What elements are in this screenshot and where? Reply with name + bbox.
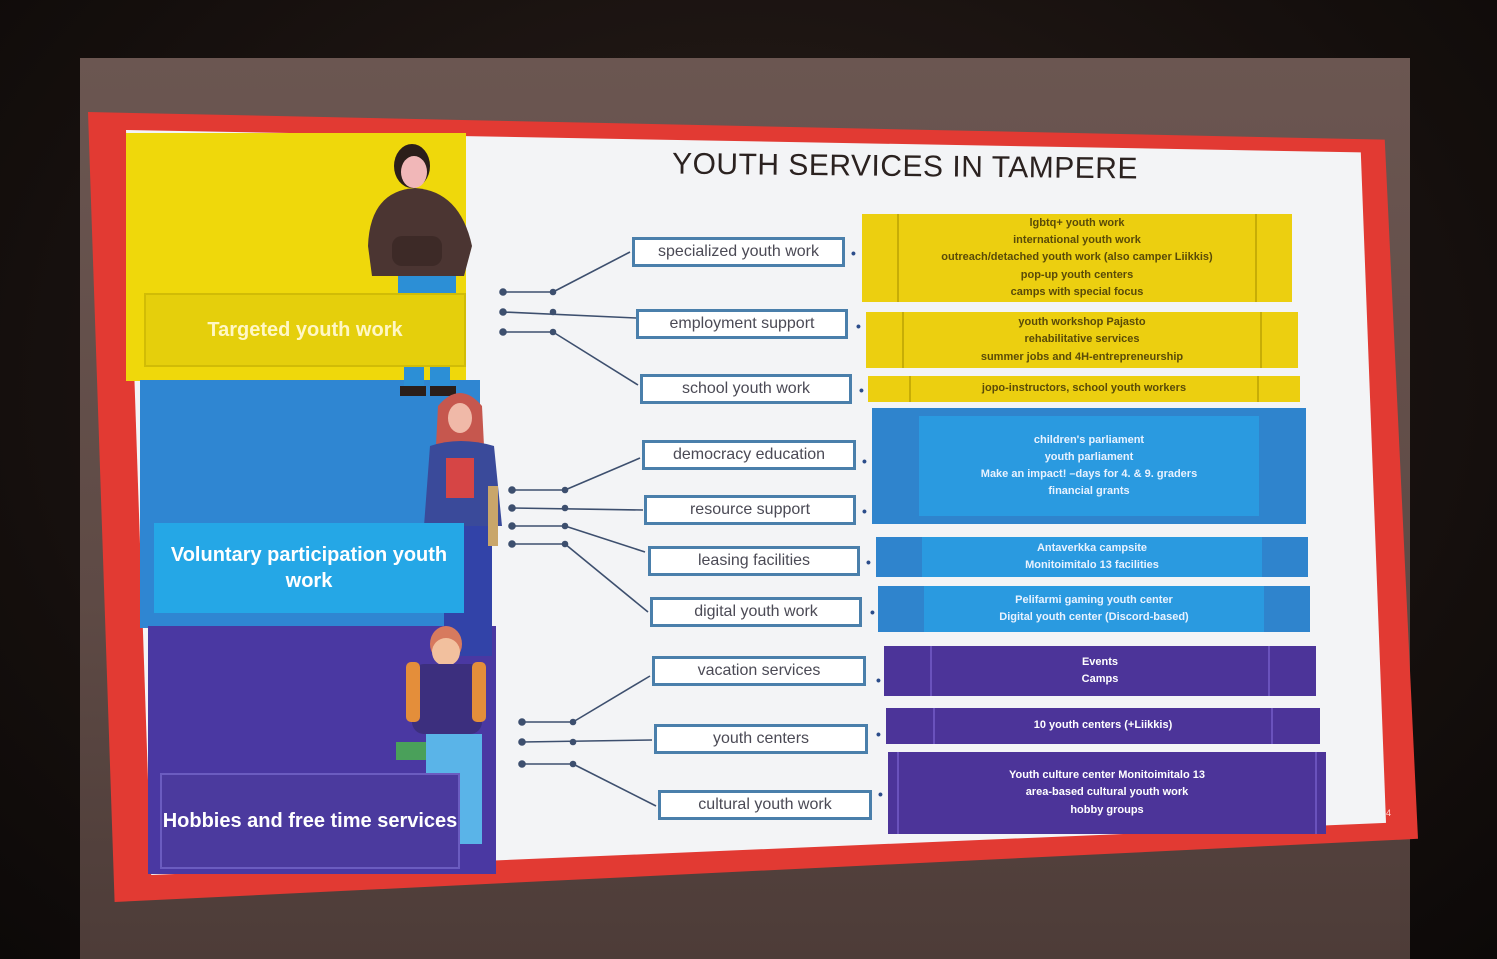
detail-line: youth workshop Pajasto: [1018, 316, 1146, 329]
detail-school-youth-work: jopo-instructors, school youth workers: [868, 376, 1300, 402]
service-employment-support: employment support: [636, 309, 848, 339]
service-leasing-facilities: leasing facilities: [648, 546, 860, 576]
service-resource-support: resource support: [644, 495, 856, 525]
detail-youth-centers: 10 youth centers (+Liikkis): [886, 708, 1320, 744]
detail-leasing-facilities: Antaverkka campsite Monitoimitalo 13 fac…: [876, 537, 1308, 577]
detail-specialized-youth-work: lgbtq+ youth work international youth wo…: [862, 214, 1292, 302]
detail-line: Monitoimitalo 13 facilities: [1025, 559, 1159, 571]
detail-line: jopo-instructors, school youth workers: [981, 382, 1187, 395]
detail-line: Antaverkka campsite: [1036, 541, 1148, 554]
category-voluntary-participation: Voluntary participation youth work: [154, 523, 464, 613]
service-specialized-youth-work: specialized youth work: [632, 237, 845, 267]
detail-line: Digital youth center (Discord-based): [999, 611, 1189, 623]
detail-line: Events: [1081, 655, 1119, 668]
detail-democracy-resource: children's parliament youth parliament M…: [872, 408, 1306, 524]
detail-line: summer jobs and 4H-entrepreneurship: [980, 350, 1184, 363]
service-vacation-services: vacation services: [652, 656, 866, 686]
detail-line: youth parliament: [1044, 450, 1134, 463]
detail-cultural-youth-work: Youth culture center Monitoimitalo 13 ar…: [888, 752, 1326, 834]
detail-line: area-based cultural youth work: [1025, 786, 1189, 799]
detail-line: Make an impact! –days for 4. & 9. grader…: [980, 468, 1198, 480]
detail-line: pop-up youth centers: [1020, 268, 1134, 281]
detail-line: international youth work: [1013, 234, 1141, 247]
detail-vacation-services: Events Camps: [884, 646, 1316, 696]
service-cultural-youth-work: cultural youth work: [658, 790, 872, 820]
detail-line: children's parliament: [1033, 433, 1145, 446]
detail-line: hobby groups: [1070, 803, 1144, 816]
service-digital-youth-work: digital youth work: [650, 597, 862, 627]
detail-digital-youth-work: Pelifarmi gaming youth center Digital yo…: [878, 586, 1310, 632]
detail-line: lgbtq+ youth work: [1029, 217, 1125, 230]
category-targeted-youth-work: Targeted youth work: [144, 293, 466, 367]
detail-line: rehabilitative services: [1024, 333, 1140, 346]
service-democracy-education: democracy education: [642, 440, 856, 470]
detail-employment-support: youth workshop Pajasto rehabilitative se…: [866, 312, 1298, 368]
detail-line: financial grants: [1048, 485, 1130, 498]
detail-line: outreach/detached youth work (also campe…: [941, 251, 1213, 264]
detail-line: 10 youth centers (+Liikkis): [1033, 719, 1173, 732]
detail-line: Youth culture center Monitoimitalo 13: [1009, 769, 1205, 782]
detail-line: Pelifarmi gaming youth center: [1015, 593, 1173, 606]
slide-number: 4: [1386, 808, 1392, 818]
service-youth-centers: youth centers: [654, 724, 868, 754]
detail-line: camps with special focus: [1010, 285, 1144, 298]
detail-line: Camps: [1081, 673, 1119, 685]
category-hobbies-free-time: Hobbies and free time services: [160, 773, 460, 869]
service-school-youth-work: school youth work: [640, 374, 852, 404]
person-hijab-icon: [424, 393, 502, 656]
